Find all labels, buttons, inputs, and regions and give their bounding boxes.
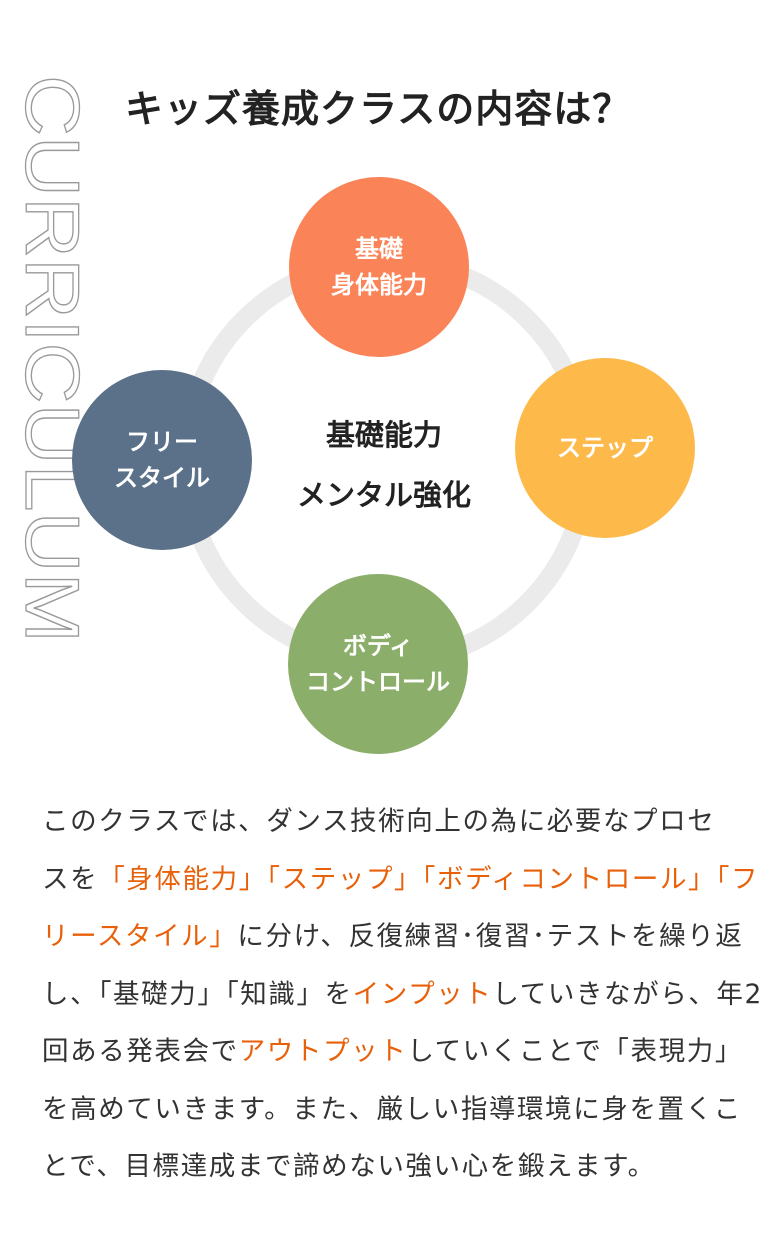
center-line: メンタル強化 (296, 478, 471, 512)
highlight-text: アウトプット (238, 1036, 408, 1067)
node-label: 基礎 (355, 235, 403, 263)
description-text: このクラスでは、ダンス技術向上の為に必要なプロセスを「身体能力」「ステップ」「ボ… (42, 793, 761, 1196)
description-line: 回ある発表会でアウトプットしていくことで「表現力」 (42, 1023, 742, 1081)
node-label: フリー (126, 428, 198, 456)
body-text: していきながら、年2 (492, 978, 763, 1010)
diagram-center-text: 基礎能力 メンタル強化 (234, 405, 534, 525)
description-line: このクラスでは、ダンス技術向上の為に必要なプロセ (42, 793, 742, 851)
body-text: を高めていきます。また、厳しい指導環境に身を置くこ (42, 1093, 742, 1125)
body-text: スを (42, 863, 99, 895)
description-line: とで、目標達成まで諦めない強い心を鍛えます。 (42, 1138, 742, 1196)
curriculum-text: CURRICULUM (18, 75, 88, 643)
description-line: を高めていきます。また、厳しい指導環境に身を置くこ (42, 1081, 742, 1139)
highlight-text: インプット (352, 978, 493, 1010)
curriculum-side-label: CURRICULUM (8, 74, 94, 645)
node-step: ステップ (515, 358, 695, 538)
description-line: リースタイル」に分け、反復練習･復習･テストを繰り返 (42, 908, 742, 966)
highlight-text: リースタイル」 (42, 921, 238, 952)
body-text: とで、目標達成まで諦めない強い心を鍛えます。 (42, 1151, 656, 1182)
node-freestyle: フリー スタイル (72, 370, 252, 550)
description-line: スを「身体能力」「ステップ」「ボディコントロール」「フ (42, 851, 758, 909)
node-label: ボディ (342, 632, 414, 660)
center-line: 基礎能力 (325, 418, 442, 452)
page-title: キッズ養成クラスの内容は？ (125, 87, 632, 131)
body-text: していくことで「表現力」 (407, 1036, 743, 1067)
description-line: し、「基礎力」「知識」をインプットしていきながら、年2 (42, 966, 761, 1024)
body-text: に分け、反復練習･復習･テストを繰り返 (237, 921, 744, 952)
node-label: スタイル (114, 464, 210, 492)
node-label: コントロール (306, 668, 450, 696)
body-text: このクラスでは、ダンス技術向上の為に必要なプロセ (42, 806, 716, 837)
node-label: ステップ (557, 434, 653, 462)
body-text: 回ある発表会で (42, 1036, 239, 1067)
node-body-control: ボディ コントロール (288, 574, 468, 754)
node-label: 身体能力 (331, 271, 427, 299)
node-basic-physical: 基礎 身体能力 (289, 177, 469, 357)
body-text: し、「基礎力」「知識」を (42, 978, 353, 1010)
highlight-text: 「身体能力」「ステップ」「ボディコントロール」「フ (98, 863, 760, 895)
